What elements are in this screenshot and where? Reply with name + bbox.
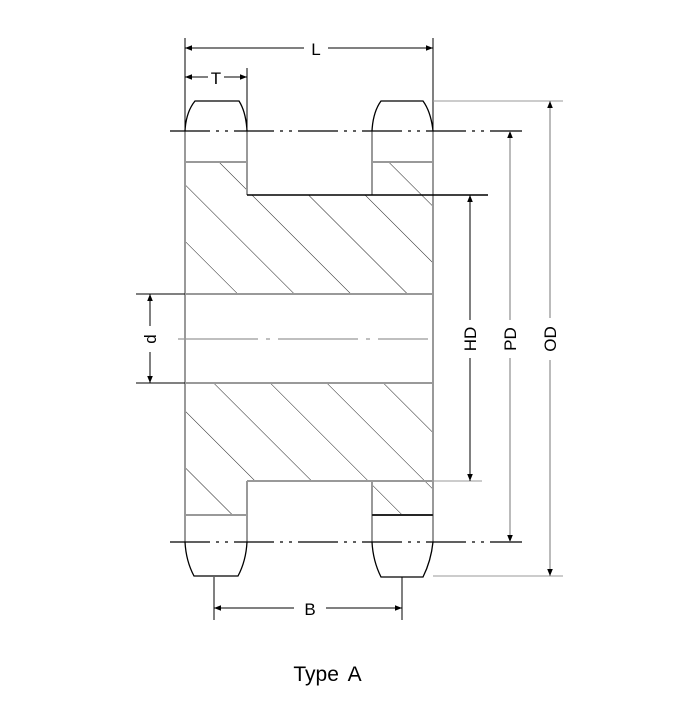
label-OD: OD [541, 326, 560, 352]
label-L: L [311, 40, 320, 59]
dimension-HD: HD [461, 195, 480, 481]
tooth-profiles [184, 100, 434, 578]
label-d: d [141, 334, 160, 343]
dimension-PD: PD [501, 131, 520, 542]
dimension-L: L [185, 40, 433, 59]
dimension-OD: OD [541, 101, 560, 576]
label-T: T [211, 69, 221, 88]
extension-lines [136, 38, 563, 620]
hatched-section-bottom [185, 383, 433, 515]
hub-edges [247, 194, 488, 516]
hatched-section-top [185, 162, 433, 294]
label-PD: PD [501, 327, 520, 351]
dimension-T: T [185, 69, 247, 88]
pitch-lines [170, 130, 522, 543]
label-B: B [304, 600, 315, 619]
sprocket-outline [184, 131, 434, 542]
dimension-d: d [141, 294, 160, 383]
label-HD: HD [461, 327, 480, 352]
diagram-caption: Type A [293, 663, 362, 686]
dimension-B: B [214, 600, 402, 619]
